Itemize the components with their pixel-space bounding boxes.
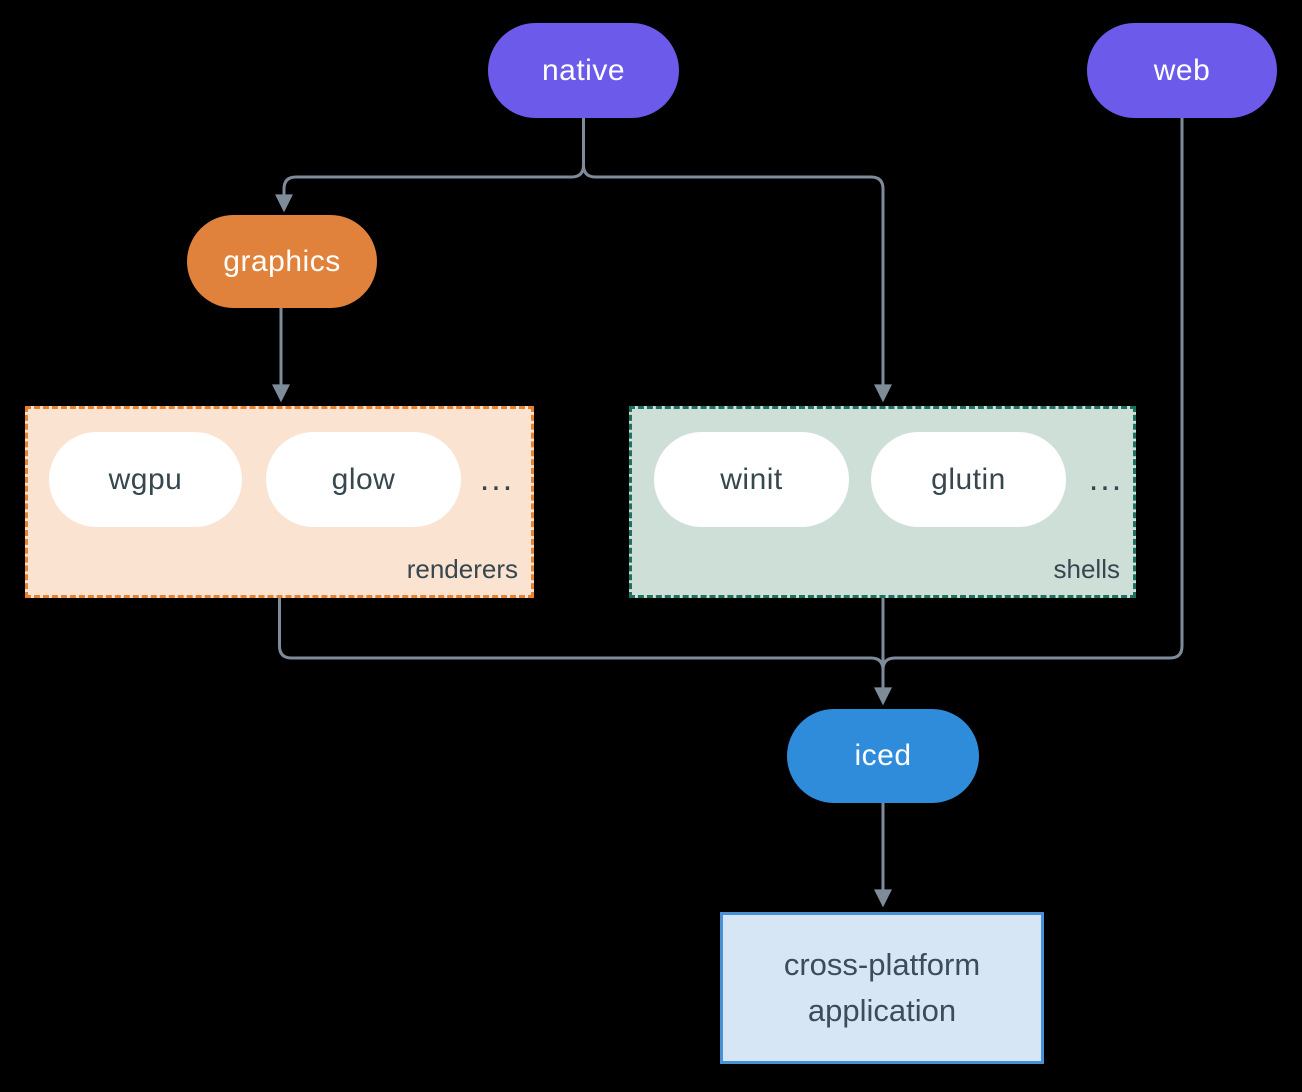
edge-native-graphics bbox=[275, 118, 585, 213]
node-winit-label: winit bbox=[720, 462, 783, 496]
node-glow: glow bbox=[266, 432, 461, 527]
node-glutin: glutin bbox=[871, 432, 1066, 527]
node-web: web bbox=[1087, 23, 1277, 118]
group-shells: winit glutin ... shells bbox=[629, 406, 1136, 598]
node-iced-label: iced bbox=[854, 739, 912, 772]
renderers-ellipsis: ... bbox=[479, 460, 515, 498]
node-iced: iced bbox=[787, 709, 979, 803]
shells-group-label: shells bbox=[1053, 554, 1120, 584]
node-glutin-label: glutin bbox=[931, 462, 1006, 496]
node-web-label: web bbox=[1153, 53, 1211, 87]
shells-ellipsis: ... bbox=[1088, 460, 1124, 498]
renderers-group-label: renderers bbox=[406, 554, 518, 584]
node-graphics-label: graphics bbox=[223, 244, 341, 278]
node-wgpu: wgpu bbox=[49, 432, 242, 527]
node-cross-platform-application: cross-platform application bbox=[720, 912, 1044, 1064]
node-winit: winit bbox=[654, 432, 849, 527]
node-native-label: native bbox=[541, 53, 626, 87]
edge-renderers-junction bbox=[278, 598, 885, 671]
node-graphics: graphics bbox=[187, 215, 377, 308]
group-renderers: wgpu glow ... renderers bbox=[25, 406, 534, 598]
edge-native-shells bbox=[582, 118, 892, 403]
node-native: native bbox=[488, 23, 679, 118]
node-cross-platform-application-label: cross-platform application bbox=[783, 947, 981, 1028]
node-glow-label: glow bbox=[331, 462, 396, 496]
node-wgpu-label: wgpu bbox=[108, 462, 183, 496]
